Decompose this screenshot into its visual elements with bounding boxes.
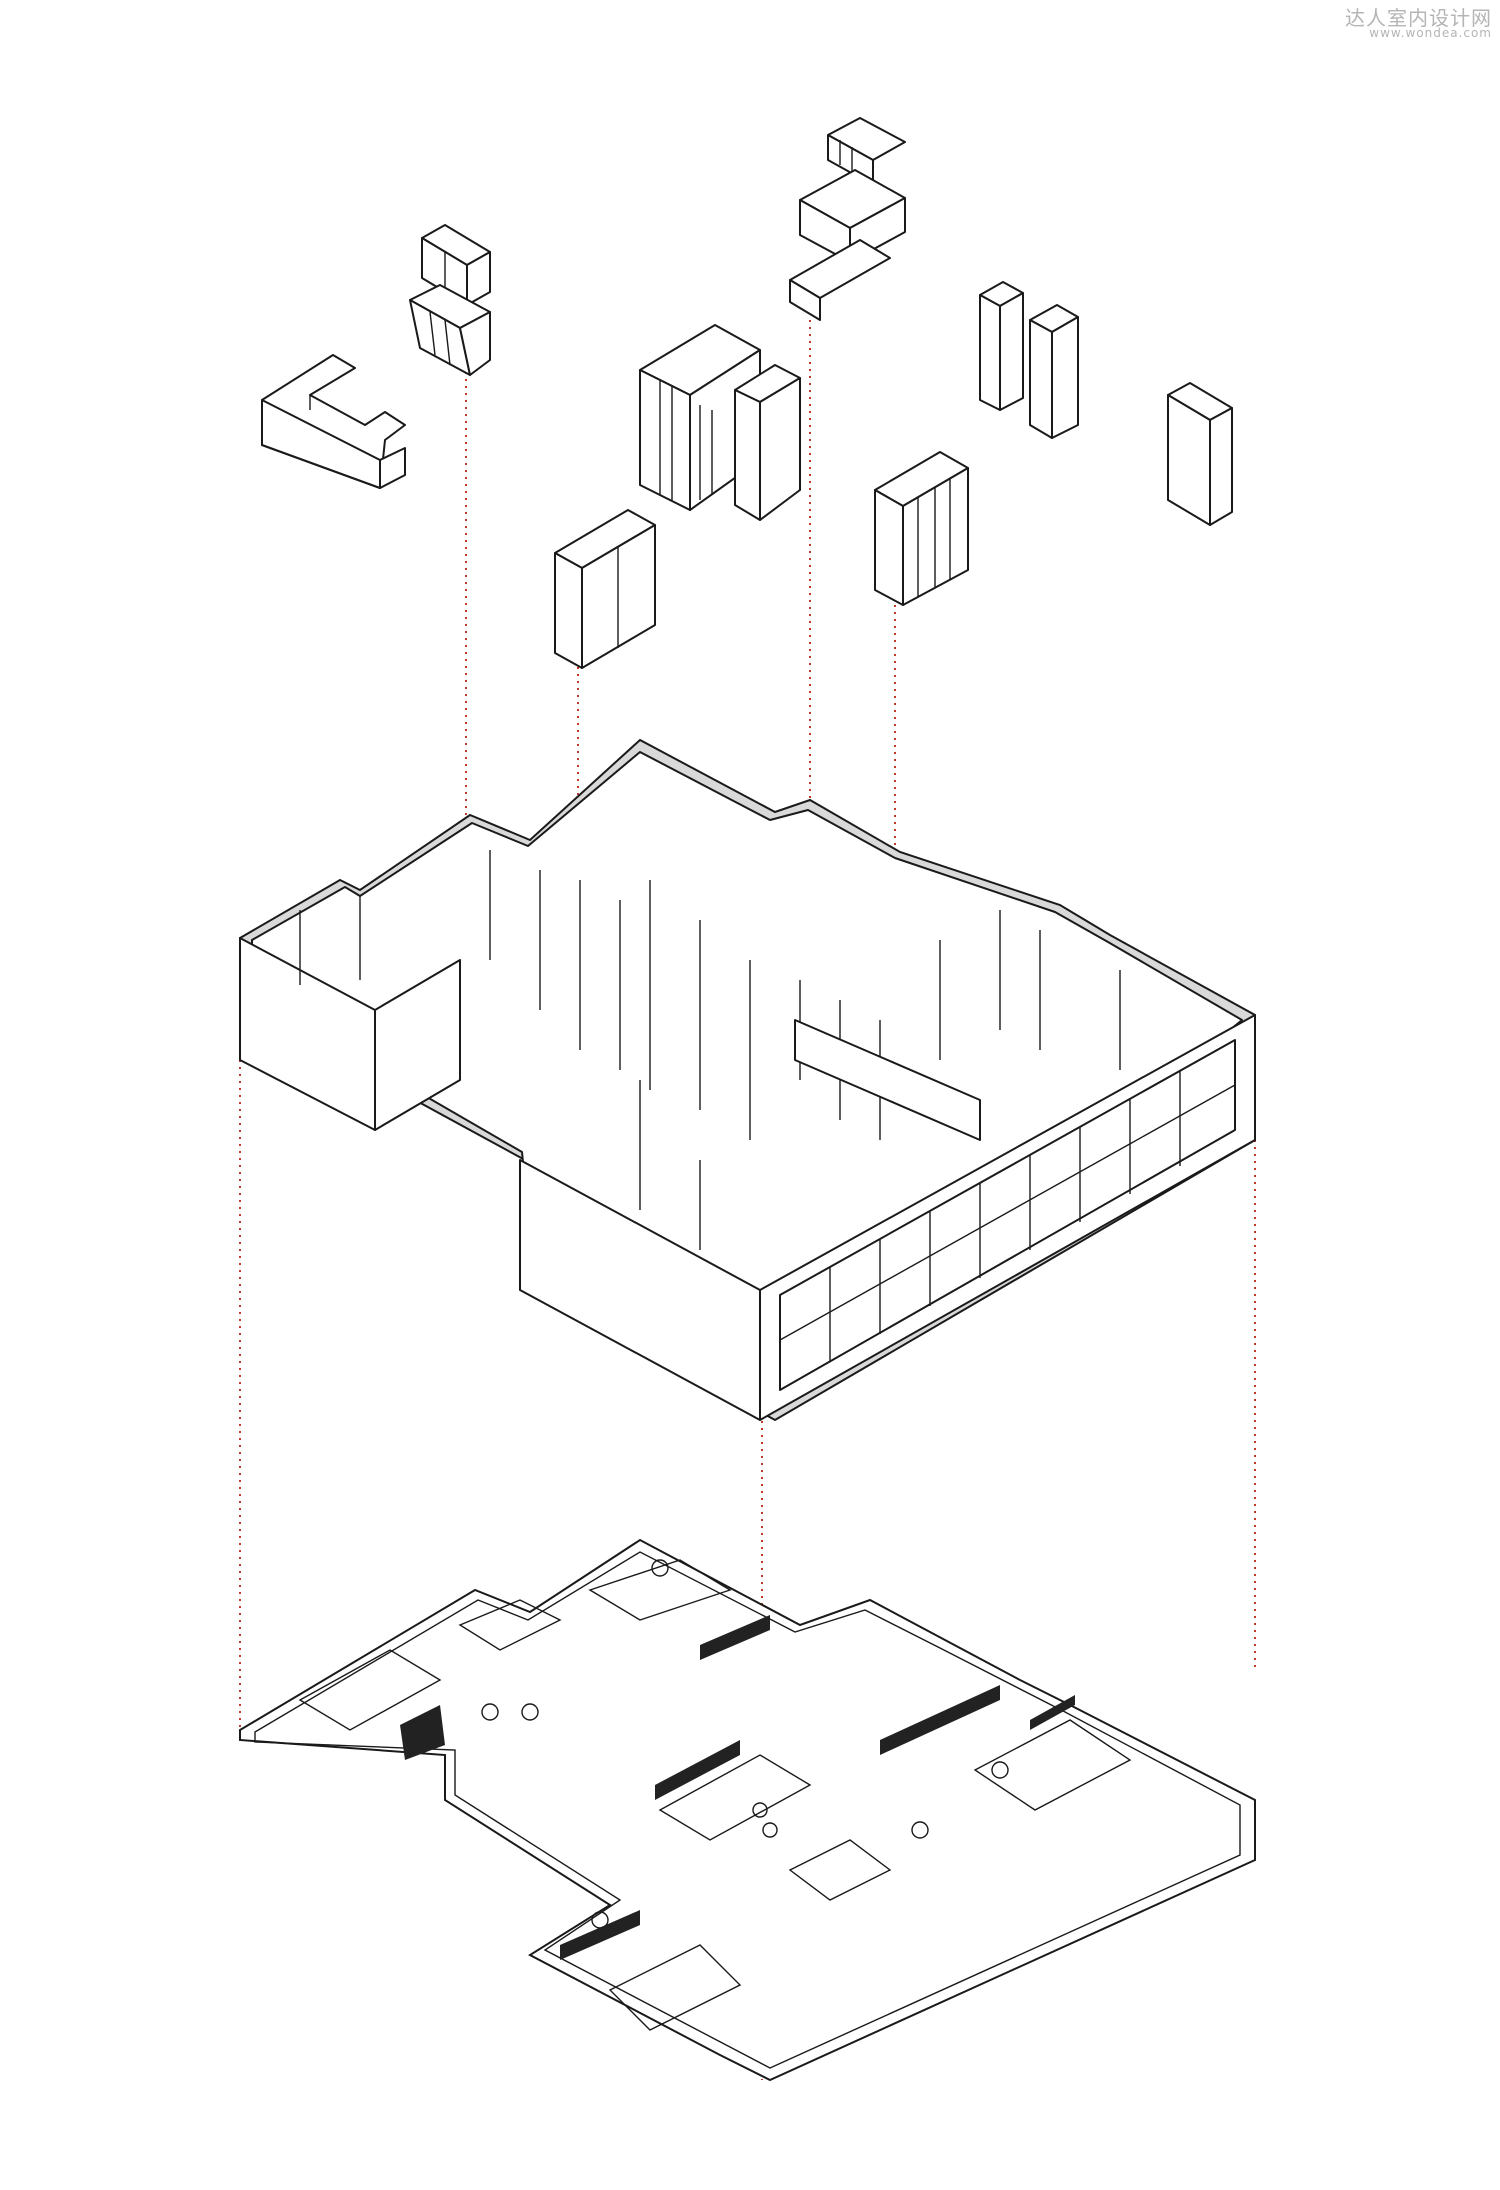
module-shelving xyxy=(789,117,906,321)
watermark-site-url: www.wondea.com xyxy=(1369,26,1492,40)
module-wardrobe-tall xyxy=(554,509,656,669)
module-wardrobe-cluster xyxy=(639,324,801,521)
module-wall-cabinet xyxy=(409,224,491,376)
walls-model xyxy=(239,738,1256,1422)
module-pillars xyxy=(979,281,1233,526)
module-wardrobe-right xyxy=(874,451,969,606)
watermark-site-name: 达人室内设计网 xyxy=(1345,6,1492,30)
furniture-modules xyxy=(261,117,1233,669)
module-l-counter xyxy=(261,354,406,489)
window-grid xyxy=(779,1039,1236,1391)
interior-partitions xyxy=(299,850,1121,1250)
floor-plan xyxy=(239,1538,1256,2082)
